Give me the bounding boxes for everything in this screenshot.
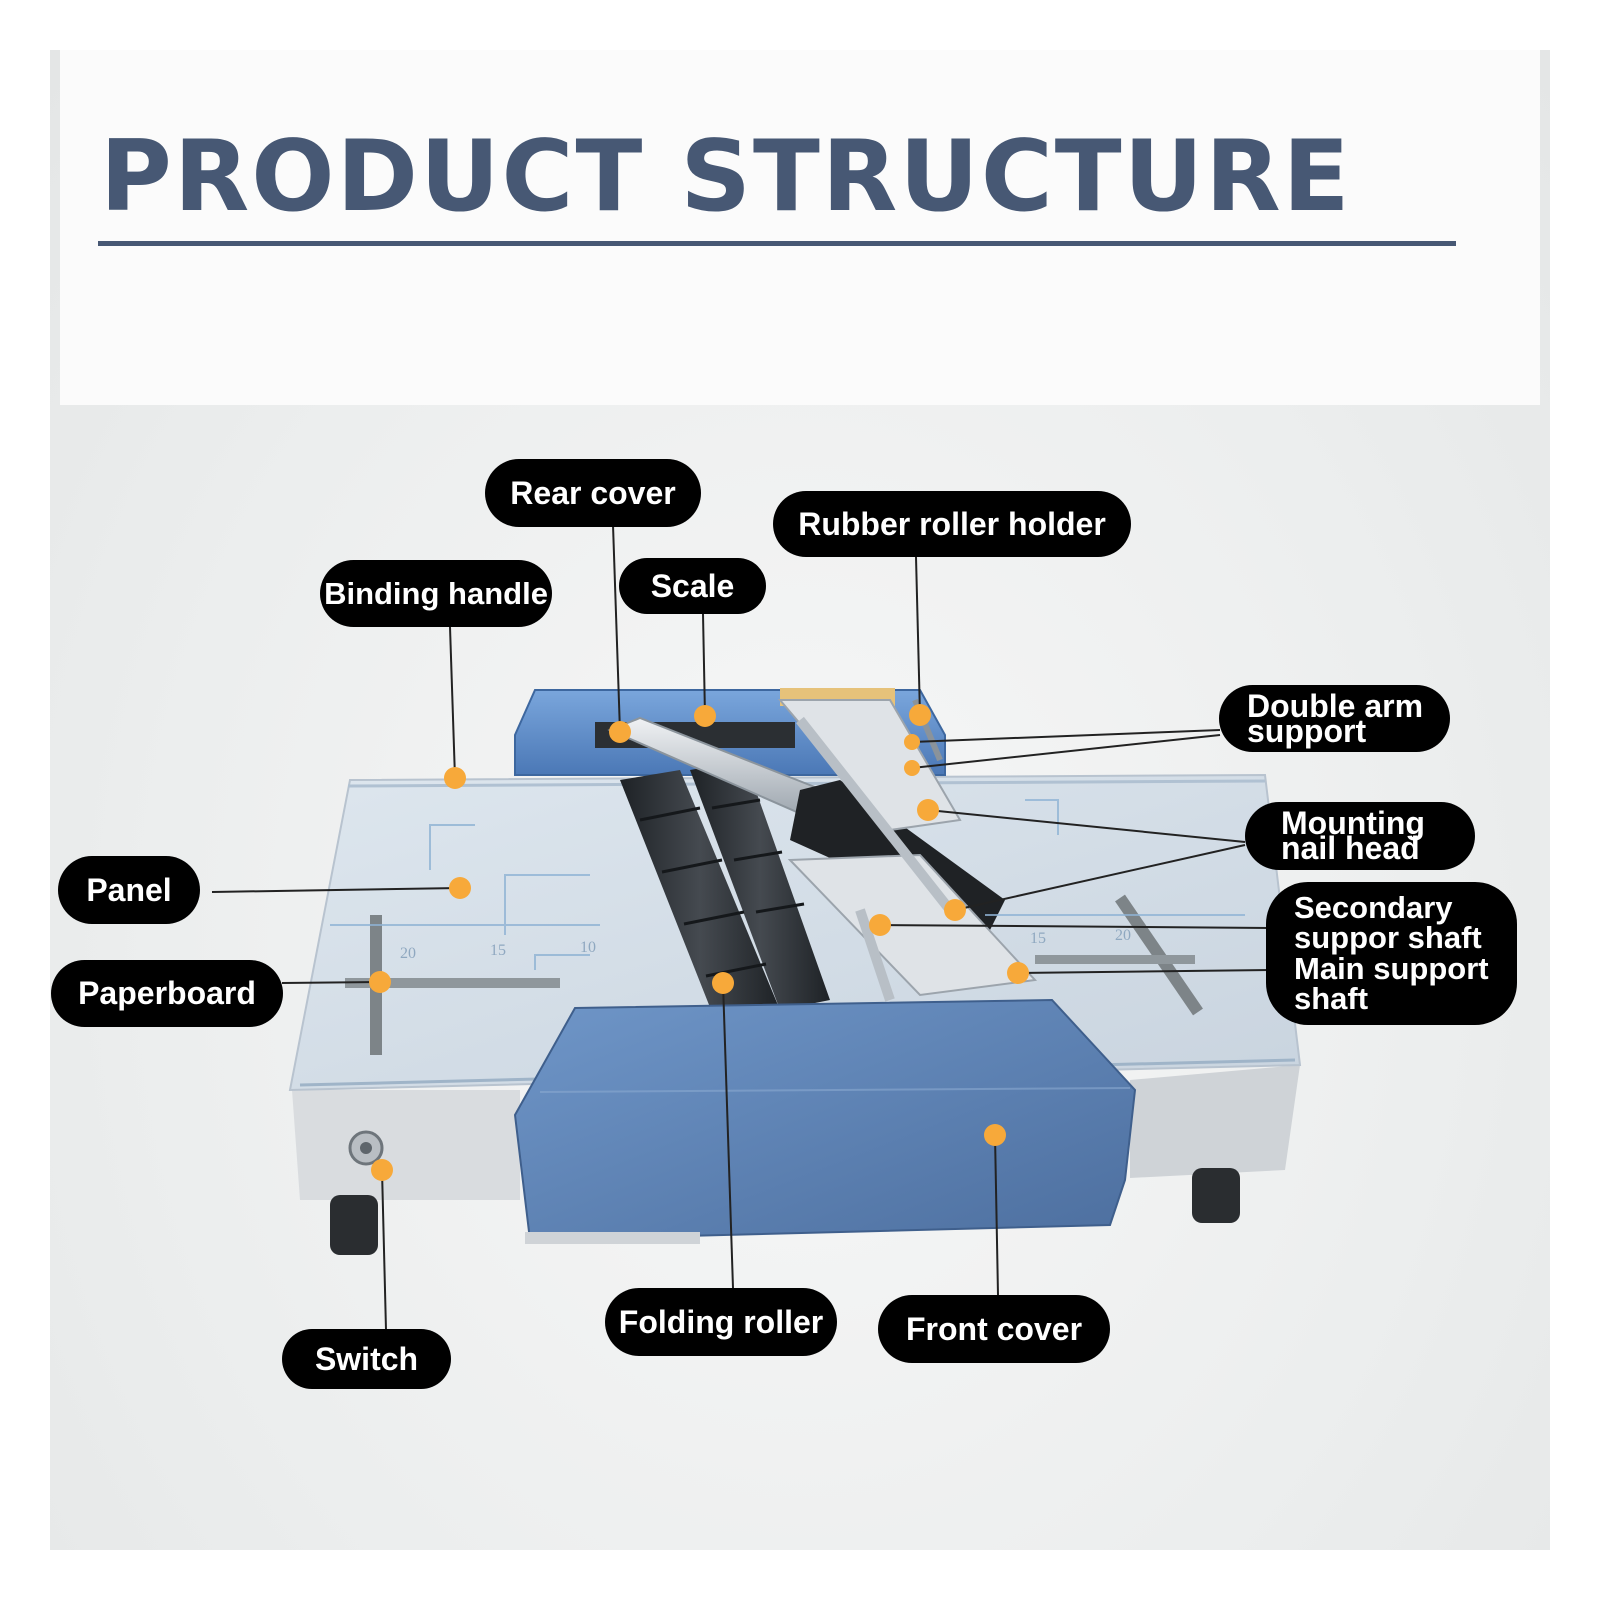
leg: [1192, 1168, 1240, 1223]
label-double-arm-support-line1: Double arm: [1247, 687, 1424, 724]
label-secondary-main-support-shaft: Secondary suppor shaft Main support shaf…: [1266, 882, 1517, 1025]
svg-text:15: 15: [1030, 930, 1046, 947]
label-folding-roller: Folding roller: [605, 1288, 837, 1356]
marker-rubber-roller-holder: [909, 704, 931, 726]
marker-mounting-nail-head: [944, 899, 966, 921]
label-support-shaft-line1: Secondary: [1294, 889, 1453, 925]
label-rubber-roller-holder: Rubber roller holder: [773, 491, 1131, 557]
label-double-arm-support: Double arm support: [1219, 685, 1450, 752]
marker-double-arm-support: [904, 760, 920, 776]
label-mounting-nail-head-line1: Mounting: [1281, 805, 1425, 842]
label-panel: Panel: [58, 856, 200, 924]
marker-main-support-shaft: [1007, 962, 1029, 984]
folding-roller: [620, 770, 780, 1020]
label-paperboard: Paperboard: [51, 960, 283, 1027]
svg-text:10: 10: [580, 939, 596, 956]
marker-panel: [449, 877, 471, 899]
marker-paperboard: [369, 971, 391, 993]
marker-secondary-support-shaft: [869, 914, 891, 936]
marker-rear-cover: [609, 721, 631, 743]
label-binding-handle: Binding handle: [320, 560, 552, 627]
page-title: PRODUCT STRUCTURE: [100, 120, 1352, 234]
base-right-side: [1130, 1065, 1300, 1178]
label-double-arm-support-line2: support: [1247, 712, 1367, 749]
svg-text:15: 15: [490, 942, 506, 959]
title-underline: [98, 241, 1456, 246]
folding-roller: [690, 760, 830, 1010]
svg-text:20: 20: [400, 945, 416, 962]
label-switch: Switch: [282, 1329, 451, 1389]
svg-text:20: 20: [1115, 927, 1131, 944]
label-mounting-nail-head-line2: nail head: [1281, 830, 1420, 866]
label-scale: Scale: [619, 558, 766, 614]
label-support-shaft-line4: shaft: [1294, 980, 1369, 1016]
marker-binding-handle: [444, 767, 466, 789]
label-support-shaft-line3: Main support: [1294, 950, 1489, 986]
marker-folding-roller: [712, 972, 734, 994]
marker-scale: [694, 705, 716, 727]
leg: [330, 1195, 378, 1255]
marker-front-cover: [984, 1124, 1006, 1146]
label-rear-cover: Rear cover: [485, 459, 701, 527]
marker-mounting-nail-head: [917, 799, 939, 821]
label-front-cover: Front cover: [878, 1295, 1110, 1363]
label-mounting-nail-head: Mounting nail head: [1245, 802, 1475, 870]
base-left-side: [292, 1090, 520, 1200]
label-support-shaft-line2: suppor shaft: [1294, 920, 1482, 956]
title-card: [60, 50, 1540, 405]
front-cover: [513, 998, 1137, 1242]
marker-switch: [371, 1159, 393, 1181]
marker-double-arm-support: [904, 734, 920, 750]
